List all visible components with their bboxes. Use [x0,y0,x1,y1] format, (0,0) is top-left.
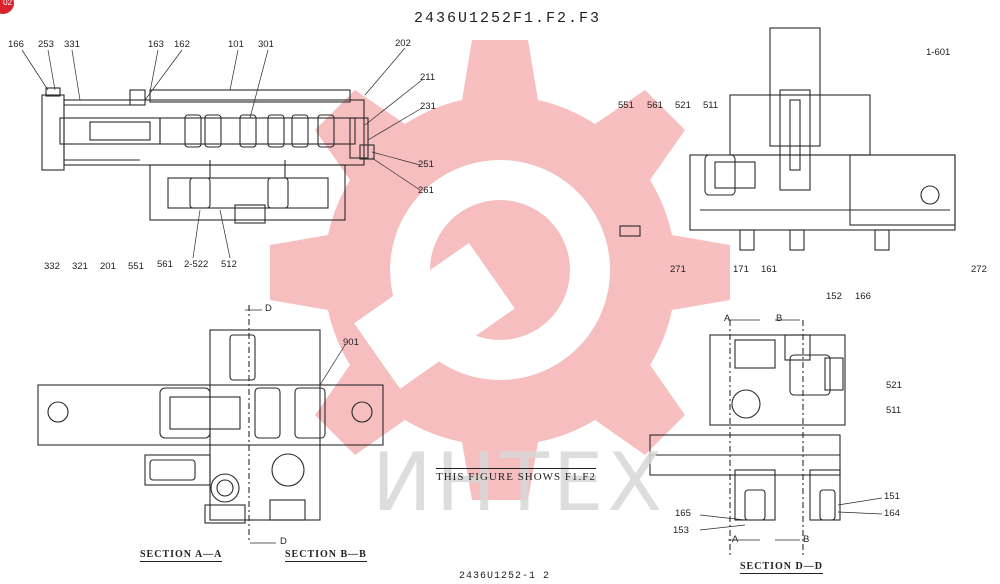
callout-label: 2-522 [184,259,209,270]
callout-label: 901 [343,337,359,348]
callout-label: 561 [157,259,173,270]
callout-label: 211 [420,72,436,83]
callout-label: 321 [72,261,88,272]
callout-label: 521 [886,380,902,391]
section-aa-bb-view [37,305,384,540]
callout-label: 261 [418,185,434,196]
callout-label: 151 [884,491,900,502]
callout-label: 561 [647,100,663,111]
callout-label: 253 [38,39,54,50]
section-aa-caption: SECTION A—A [140,549,223,562]
leader-lines [21,47,883,531]
corner-badge: 02 [0,0,14,14]
callout-label: 551 [128,261,144,272]
main-section-view [41,87,375,224]
callout-label: 152 [826,291,842,302]
section-marker: B [803,534,810,545]
section-marker: D [265,303,272,314]
section-cut-markers [245,309,800,544]
section-marker: B [776,313,783,324]
section-marker: A [732,534,739,545]
callout-label: 512 [221,259,237,270]
callout-label: 171 [733,264,749,275]
callout-label: 551 [618,100,634,111]
callout-label: 231 [420,101,436,112]
callout-label: 166 [8,39,24,50]
callout-label: 511 [703,100,719,111]
callout-label: 161 [761,264,777,275]
figure-note: THIS FIGURE SHOWS F1.F2 [436,468,596,483]
section-marker: D [280,536,287,547]
callout-label: 201 [100,261,116,272]
drawing-title: 2436U1252F1.F2.F3 [414,10,602,27]
watermark-text: ИНТЕХ [372,436,667,529]
section-dd-view [649,320,846,555]
callout-label: 202 [395,38,411,49]
callout-label: 251 [418,159,434,170]
callout-label: 165 [675,508,691,519]
section-bb-caption: SECTION B—B [285,549,367,562]
callout-label: 1-601 [926,47,951,58]
callout-label: 271 [670,264,686,275]
callout-label: 166 [855,291,871,302]
callout-label: 331 [64,39,80,50]
watermark-gear-icon [270,40,730,500]
side-section-view [619,27,956,251]
callout-label: 272 [971,264,987,275]
callout-label: 301 [258,39,274,50]
callout-label: 101 [228,39,244,50]
callout-label: 521 [675,100,691,111]
section-dd-caption: SECTION D—D [740,561,823,574]
callout-label: 162 [174,39,190,50]
drawing-number-footer: 2436U1252-1 2 [459,571,551,582]
callout-label: 164 [884,508,900,519]
section-marker: A [724,313,731,324]
callout-label: 511 [886,405,902,416]
callout-label: 332 [44,261,60,272]
callout-label: 153 [673,525,689,536]
callout-label: 163 [148,39,164,50]
